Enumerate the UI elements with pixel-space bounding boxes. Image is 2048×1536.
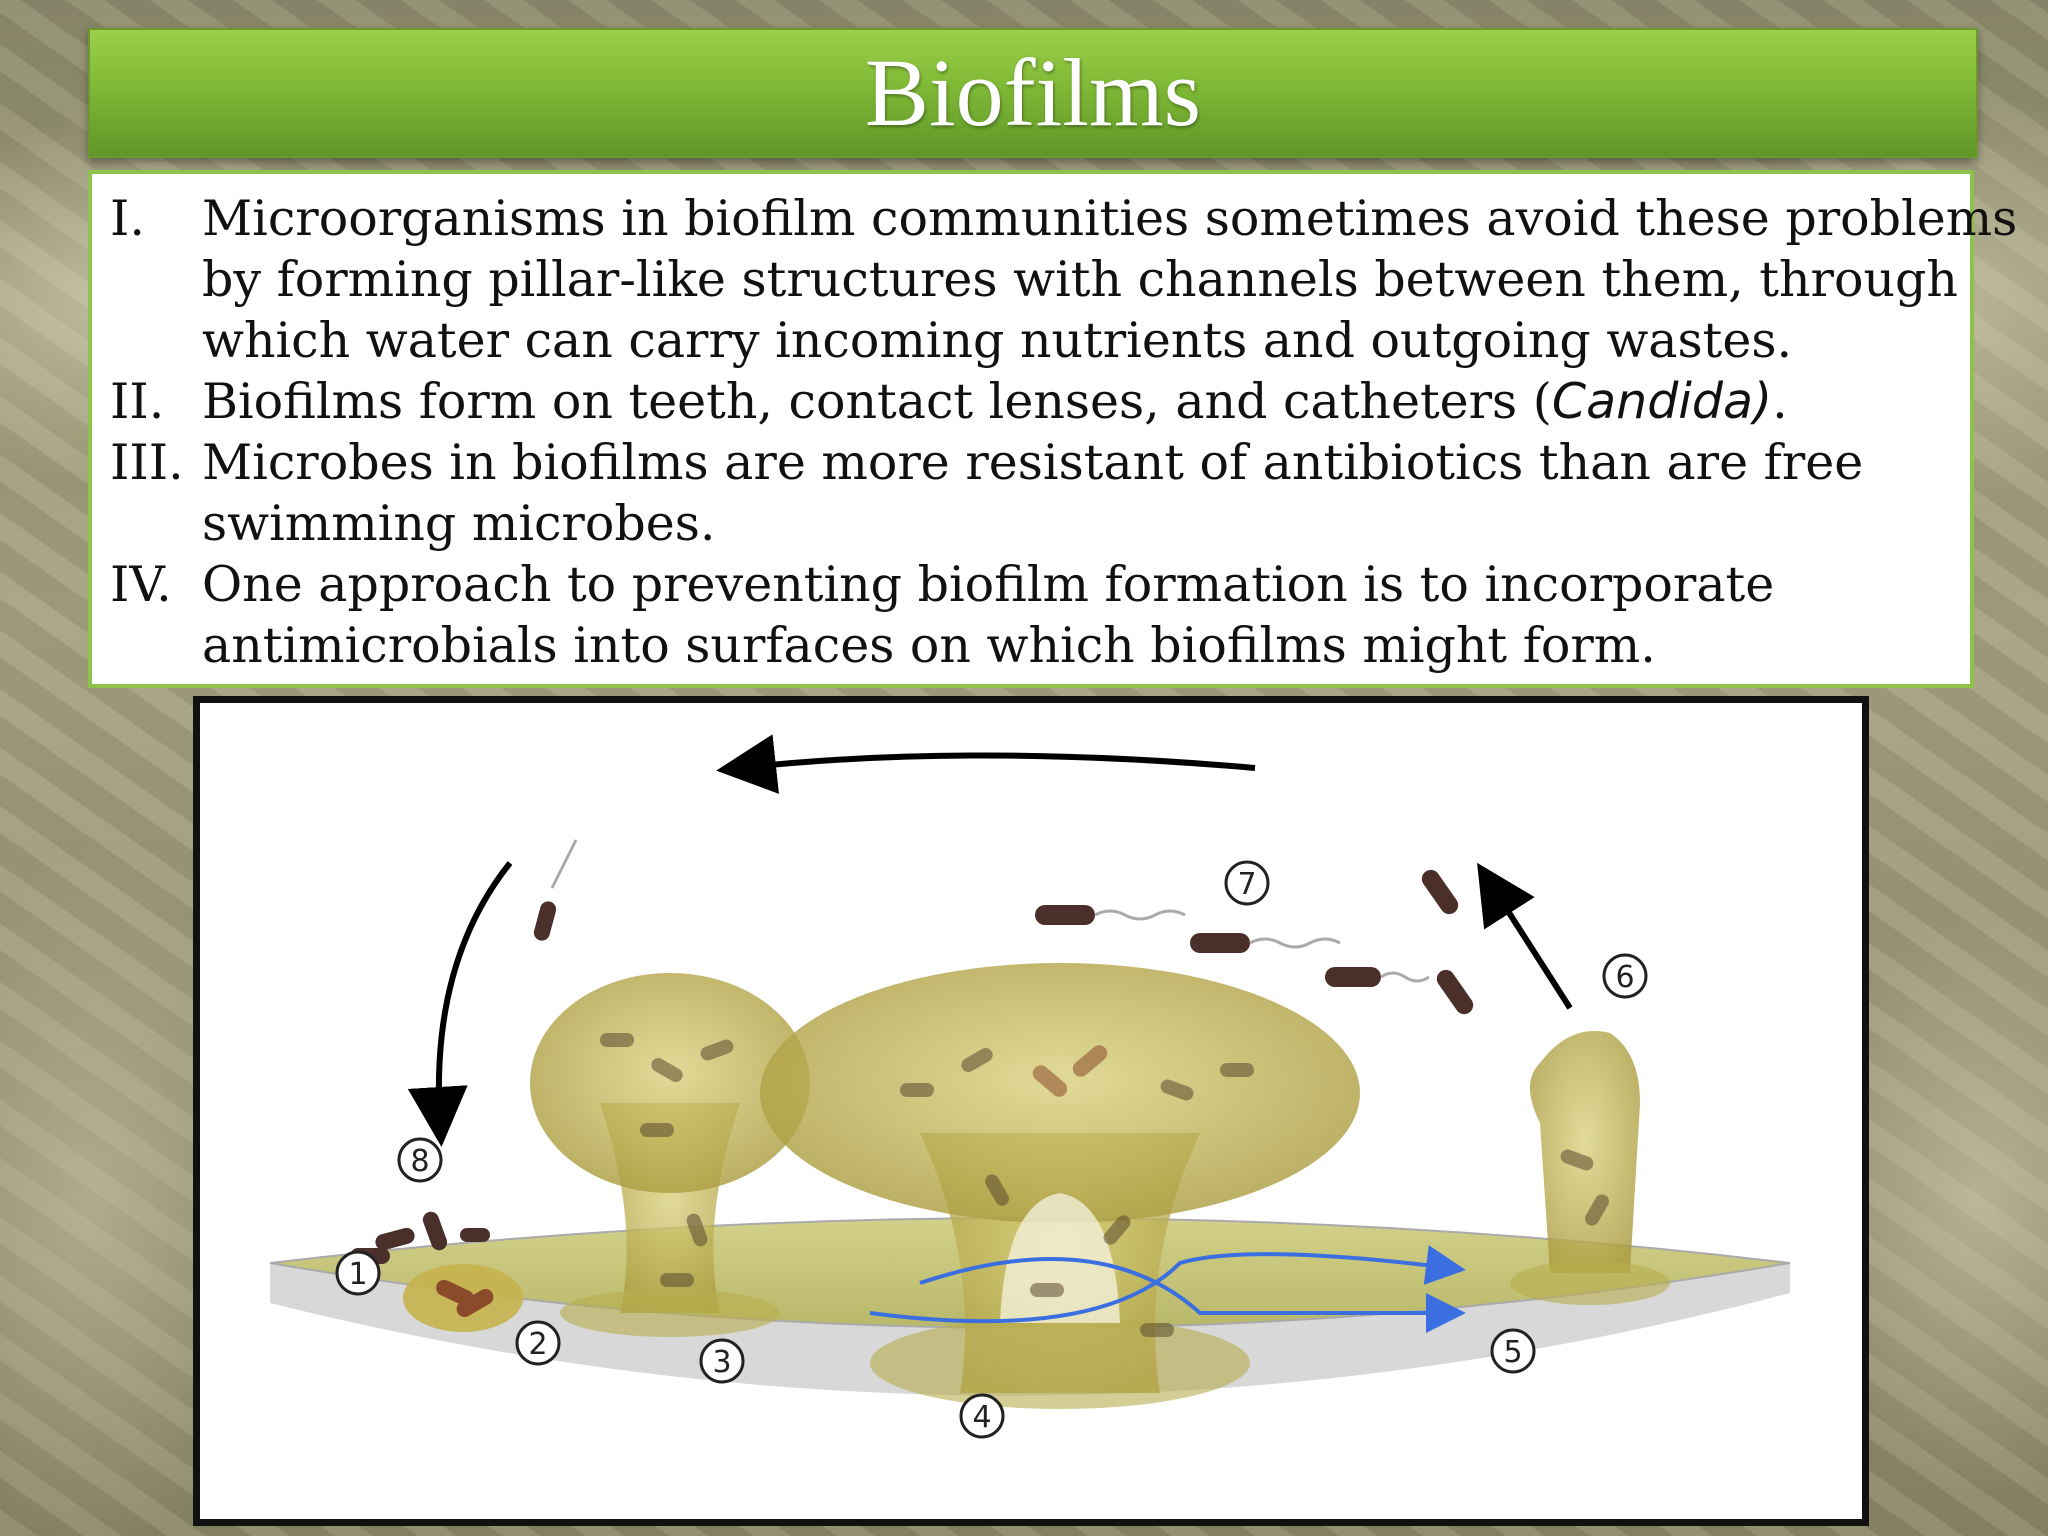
dispersing-colony — [1530, 1031, 1640, 1273]
flow-arrow — [869, 1245, 1466, 1324]
list-numeral: I. — [110, 190, 145, 247]
planktonic-bacteria — [533, 869, 1474, 1015]
list-text: . — [1772, 373, 1788, 430]
list-line: swimming microbes. — [202, 495, 716, 552]
list-line: antimicrobials into surfaces on which bi… — [202, 617, 1656, 674]
list-text: Biofilms form on teeth, contact lenses, … — [202, 373, 1552, 430]
stage-label-3: 3 — [712, 1345, 731, 1380]
stage-label-7: 7 — [1237, 867, 1256, 902]
list-item-4: IV. One approach to preventing biofilm f… — [110, 554, 1950, 676]
list-line: Biofilms form on teeth, contact lenses, … — [202, 371, 1950, 432]
stage-label-5: 5 — [1503, 1335, 1522, 1370]
list-numeral: II. — [110, 373, 165, 430]
title-bar: Biofilms — [88, 28, 1978, 158]
list-item-3: III. Microbes in biofilms are more resis… — [110, 432, 1950, 554]
list-item-2: II. Biofilms form on teeth, contact lens… — [110, 371, 1950, 432]
mushroom-cap-small — [530, 973, 810, 1193]
cycle-arrow-top — [716, 734, 1256, 794]
list-item-1: I. Microorganisms in biofilm communities… — [110, 188, 2018, 371]
list-line: which water can carry incoming nutrients… — [202, 312, 1793, 369]
list-line: Microorganisms in biofilm communities so… — [202, 190, 2018, 247]
cycle-arrow-right — [1477, 862, 1573, 1010]
biofilm-illustration: 1 2 3 4 5 6 7 8 — [269, 734, 1791, 1439]
slide-title: Biofilms — [864, 39, 1202, 146]
flagella — [550, 839, 1430, 983]
stage-labels: 1 2 3 4 5 6 7 8 — [335, 860, 1648, 1439]
biofilm-diagram: 1 2 3 4 5 6 7 8 — [193, 696, 1869, 1526]
bacteria-cluster — [600, 1033, 1609, 1337]
list-line: by forming pillar-like structures with c… — [202, 251, 1958, 308]
list-line: Microbes in biofilms are more resistant … — [202, 434, 1864, 491]
flow-arrow — [919, 1257, 1466, 1333]
cycle-arrow-left — [407, 861, 513, 1147]
stage-label-2: 2 — [528, 1327, 547, 1362]
list-numeral: IV. — [110, 556, 172, 613]
stage-label-6: 6 — [1615, 960, 1634, 995]
list-italic-text: Candida) — [1551, 373, 1773, 430]
content-box: I. Microorganisms in biofilm communities… — [88, 170, 2018, 688]
stage-label-8: 8 — [410, 1144, 429, 1179]
stage-label-1: 1 — [348, 1257, 367, 1292]
list-numeral: III. — [110, 434, 184, 491]
list-line: One approach to preventing biofilm forma… — [202, 556, 1775, 613]
stage-label-4: 4 — [972, 1400, 991, 1435]
